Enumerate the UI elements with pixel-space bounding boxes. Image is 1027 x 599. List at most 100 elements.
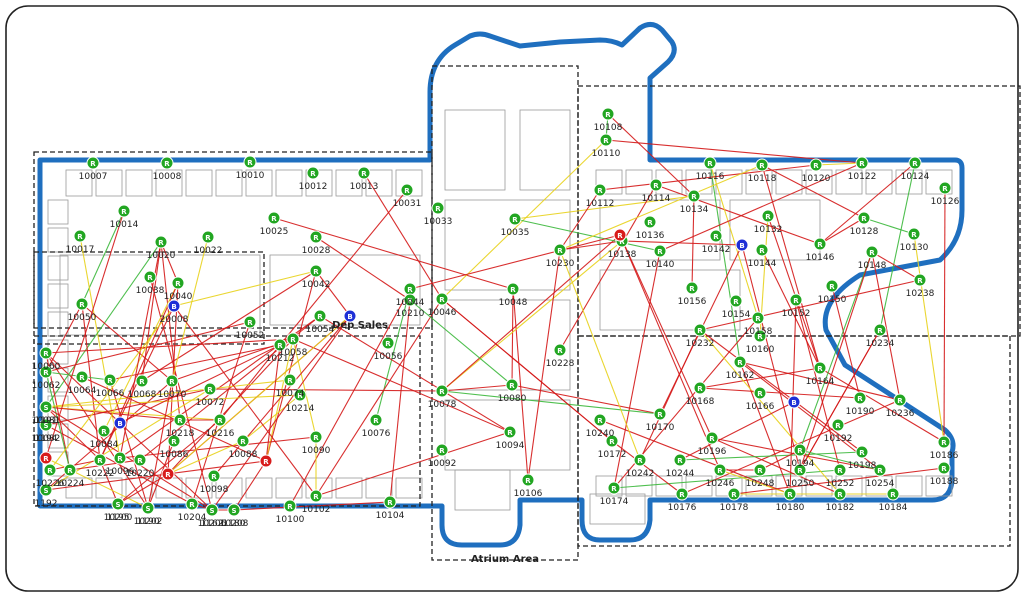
node-n22[interactable]: R xyxy=(243,315,257,329)
node-n32[interactable]: R xyxy=(203,382,217,396)
node-n21[interactable]: R xyxy=(75,297,89,311)
node-n51[interactable]: R xyxy=(601,107,615,121)
node-n140[interactable]: R xyxy=(613,228,627,242)
node-n139[interactable]: R xyxy=(259,454,273,468)
node-n138[interactable]: R xyxy=(161,467,175,481)
node-n69[interactable]: R xyxy=(755,243,769,257)
node-n43[interactable]: R xyxy=(435,443,449,457)
node-n95[interactable]: R xyxy=(705,431,719,445)
node-n82[interactable]: R xyxy=(653,407,667,421)
node-n76[interactable]: R xyxy=(751,311,765,325)
node-n13[interactable]: R xyxy=(431,201,445,215)
node-n58[interactable]: R xyxy=(855,156,869,170)
node-n136[interactable]: B xyxy=(787,395,801,409)
node-n131[interactable]: S xyxy=(39,483,53,497)
node-n54[interactable]: R xyxy=(649,178,663,192)
node-n27[interactable]: R xyxy=(39,365,53,379)
node-n87[interactable]: R xyxy=(783,487,797,501)
node-n114[interactable]: R xyxy=(873,323,887,337)
node-n65[interactable]: R xyxy=(643,215,657,229)
node-n1[interactable]: R xyxy=(86,156,100,170)
node-n137[interactable]: R xyxy=(39,451,53,465)
node-n23[interactable]: R xyxy=(313,309,327,323)
node-n60[interactable]: R xyxy=(938,181,952,195)
node-n110[interactable]: R xyxy=(43,463,57,477)
node-n71[interactable]: R xyxy=(865,245,879,259)
node-n118[interactable]: R xyxy=(633,453,647,467)
node-n19[interactable]: R xyxy=(435,292,449,306)
node-n44[interactable]: R xyxy=(503,425,517,439)
node-n16[interactable]: R xyxy=(171,276,185,290)
node-n112[interactable]: R xyxy=(553,243,567,257)
node-n108[interactable]: R xyxy=(93,453,107,467)
node-n20[interactable]: R xyxy=(506,282,520,296)
node-n133[interactable]: B xyxy=(113,416,127,430)
node-n52[interactable]: R xyxy=(599,133,613,147)
node-n73[interactable]: R xyxy=(789,293,803,307)
node-n53[interactable]: R xyxy=(593,183,607,197)
node-n80[interactable]: R xyxy=(753,386,767,400)
node-n36[interactable]: R xyxy=(505,378,519,392)
node-n18[interactable]: R xyxy=(403,282,417,296)
node-n2[interactable]: R xyxy=(160,156,174,170)
node-n107[interactable]: R xyxy=(133,453,147,467)
node-n64[interactable]: R xyxy=(687,189,701,203)
node-n91[interactable]: R xyxy=(937,461,951,475)
node-n109[interactable]: R xyxy=(63,463,77,477)
node-n25[interactable]: R xyxy=(286,332,300,346)
node-n40[interactable]: R xyxy=(167,434,181,448)
node-n56[interactable]: R xyxy=(755,158,769,172)
node-n92[interactable]: R xyxy=(853,391,867,405)
node-n3[interactable]: R xyxy=(243,155,257,169)
node-n115[interactable]: R xyxy=(893,393,907,407)
node-n99[interactable]: R xyxy=(185,497,199,511)
node-n78[interactable]: R xyxy=(733,355,747,369)
node-n9[interactable]: R xyxy=(201,230,215,244)
node-n96[interactable]: R xyxy=(855,445,869,459)
node-n113[interactable]: R xyxy=(693,323,707,337)
node-n127[interactable]: S xyxy=(205,503,219,517)
node-n89[interactable]: R xyxy=(886,487,900,501)
node-n5[interactable]: R xyxy=(357,166,371,180)
node-n130[interactable]: S xyxy=(39,418,53,432)
node-n116[interactable]: R xyxy=(913,273,927,287)
node-n70[interactable]: R xyxy=(813,237,827,251)
node-n14[interactable]: R xyxy=(508,212,522,226)
node-n126[interactable]: S xyxy=(141,501,155,515)
node-n104[interactable]: R xyxy=(293,388,307,402)
node-n117[interactable]: R xyxy=(593,413,607,427)
node-n83[interactable]: R xyxy=(605,434,619,448)
node-n85[interactable]: R xyxy=(675,487,689,501)
node-n120[interactable]: R xyxy=(713,463,727,477)
node-n93[interactable]: R xyxy=(831,418,845,432)
node-n62[interactable]: R xyxy=(907,227,921,241)
node-n39[interactable]: R xyxy=(97,424,111,438)
node-n59[interactable]: R xyxy=(908,156,922,170)
node-n63[interactable]: R xyxy=(761,209,775,223)
node-n30[interactable]: R xyxy=(135,374,149,388)
node-n41[interactable]: R xyxy=(236,434,250,448)
node-n84[interactable]: R xyxy=(607,481,621,495)
node-n125[interactable]: S xyxy=(111,497,125,511)
node-n7[interactable]: R xyxy=(73,229,87,243)
node-n31[interactable]: R xyxy=(165,374,179,388)
node-n74[interactable]: R xyxy=(729,294,743,308)
node-n48[interactable]: R xyxy=(309,489,323,503)
node-n34[interactable]: R xyxy=(369,413,383,427)
node-n121[interactable]: R xyxy=(753,463,767,477)
node-n12[interactable]: R xyxy=(400,183,414,197)
node-n68[interactable]: R xyxy=(709,229,723,243)
node-n28[interactable]: R xyxy=(75,370,89,384)
node-n129[interactable]: S xyxy=(39,400,53,414)
node-n8[interactable]: R xyxy=(154,235,168,249)
node-n4[interactable]: R xyxy=(306,166,320,180)
node-n42[interactable]: R xyxy=(309,430,323,444)
node-n55[interactable]: R xyxy=(703,156,717,170)
node-n88[interactable]: R xyxy=(833,487,847,501)
node-n132[interactable]: B xyxy=(167,299,181,313)
node-n49[interactable]: R xyxy=(383,495,397,509)
node-n24[interactable]: R xyxy=(381,336,395,350)
node-n75[interactable]: R xyxy=(685,281,699,295)
node-n124[interactable]: R xyxy=(873,463,887,477)
node-n57[interactable]: R xyxy=(809,158,823,172)
